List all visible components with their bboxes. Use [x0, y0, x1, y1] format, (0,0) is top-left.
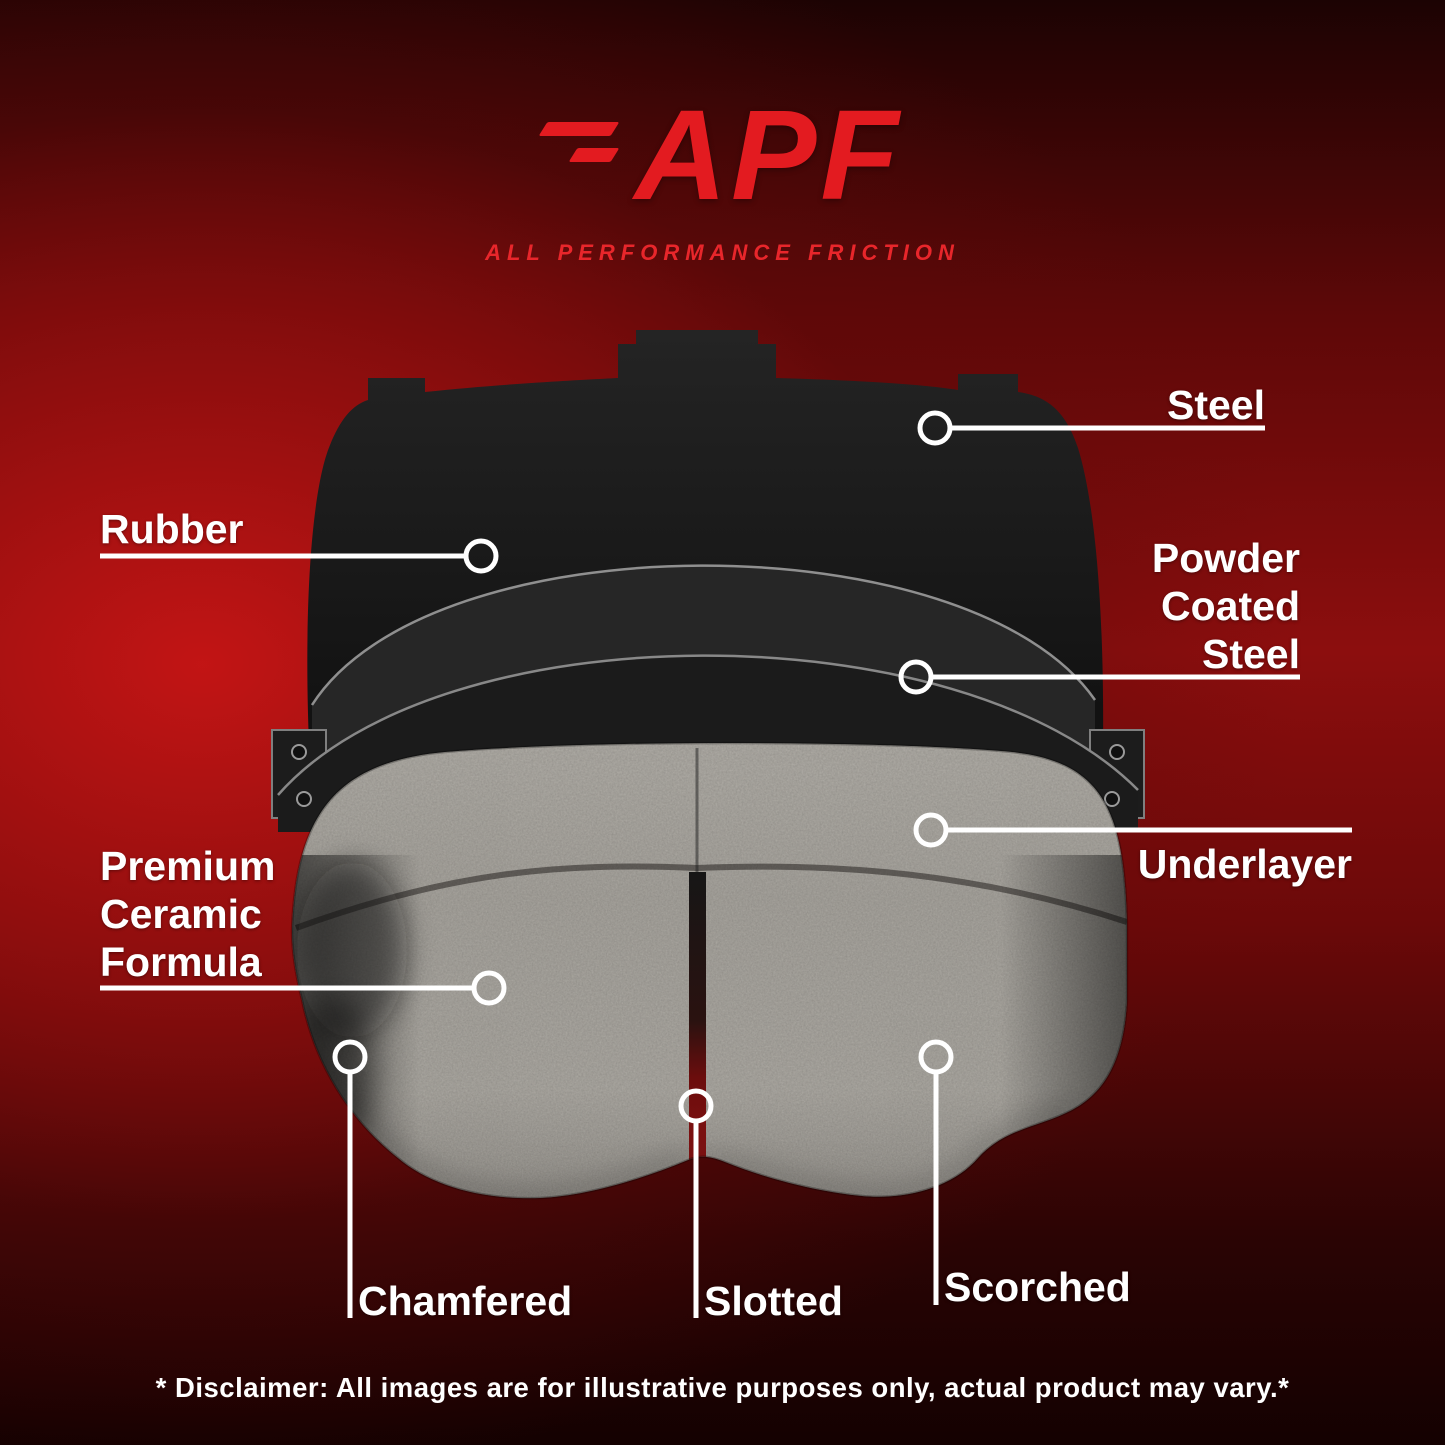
brand-tagline: ALL PERFORMANCE FRICTION	[485, 240, 960, 265]
friction-material	[290, 741, 1129, 1200]
disclaimer-text: * Disclaimer: All images are for illustr…	[155, 1372, 1290, 1403]
brand-logo-text: APF	[634, 84, 903, 227]
speed-lines-icon	[538, 122, 619, 162]
brand-logo: APF ALL PERFORMANCE FRICTION	[0, 92, 1445, 266]
callout-label-underlayer: Underlayer	[1137, 841, 1352, 887]
powder-label-line-2: Coated	[1161, 583, 1300, 629]
callout-label-rubber: Rubber	[100, 506, 244, 552]
powder-label-line-3: Steel	[1202, 631, 1300, 677]
callout-label-powder-coated-steel: Powder Coated Steel	[1152, 534, 1300, 678]
callout-label-slotted: Slotted	[704, 1278, 843, 1324]
premium-label-line-2: Ceramic	[100, 891, 262, 937]
mount-hole	[1109, 744, 1125, 760]
scorch-mark	[297, 862, 407, 1038]
mount-hole	[1104, 791, 1120, 807]
mount-hole	[296, 791, 312, 807]
premium-label-line-1: Premium	[100, 843, 276, 889]
callout-label-scorched: Scorched	[944, 1264, 1131, 1310]
callout-label-steel: Steel	[1167, 382, 1265, 428]
premium-label-line-3: Formula	[100, 939, 262, 985]
brand-logo-row: APF	[0, 92, 1445, 220]
callout-label-chamfered: Chamfered	[358, 1278, 573, 1324]
callout-label-premium-ceramic-formula: Premium Ceramic Formula	[100, 842, 275, 986]
mount-hole	[291, 744, 307, 760]
powder-label-line-1: Powder	[1151, 535, 1300, 581]
callout-lines	[100, 410, 1352, 1318]
